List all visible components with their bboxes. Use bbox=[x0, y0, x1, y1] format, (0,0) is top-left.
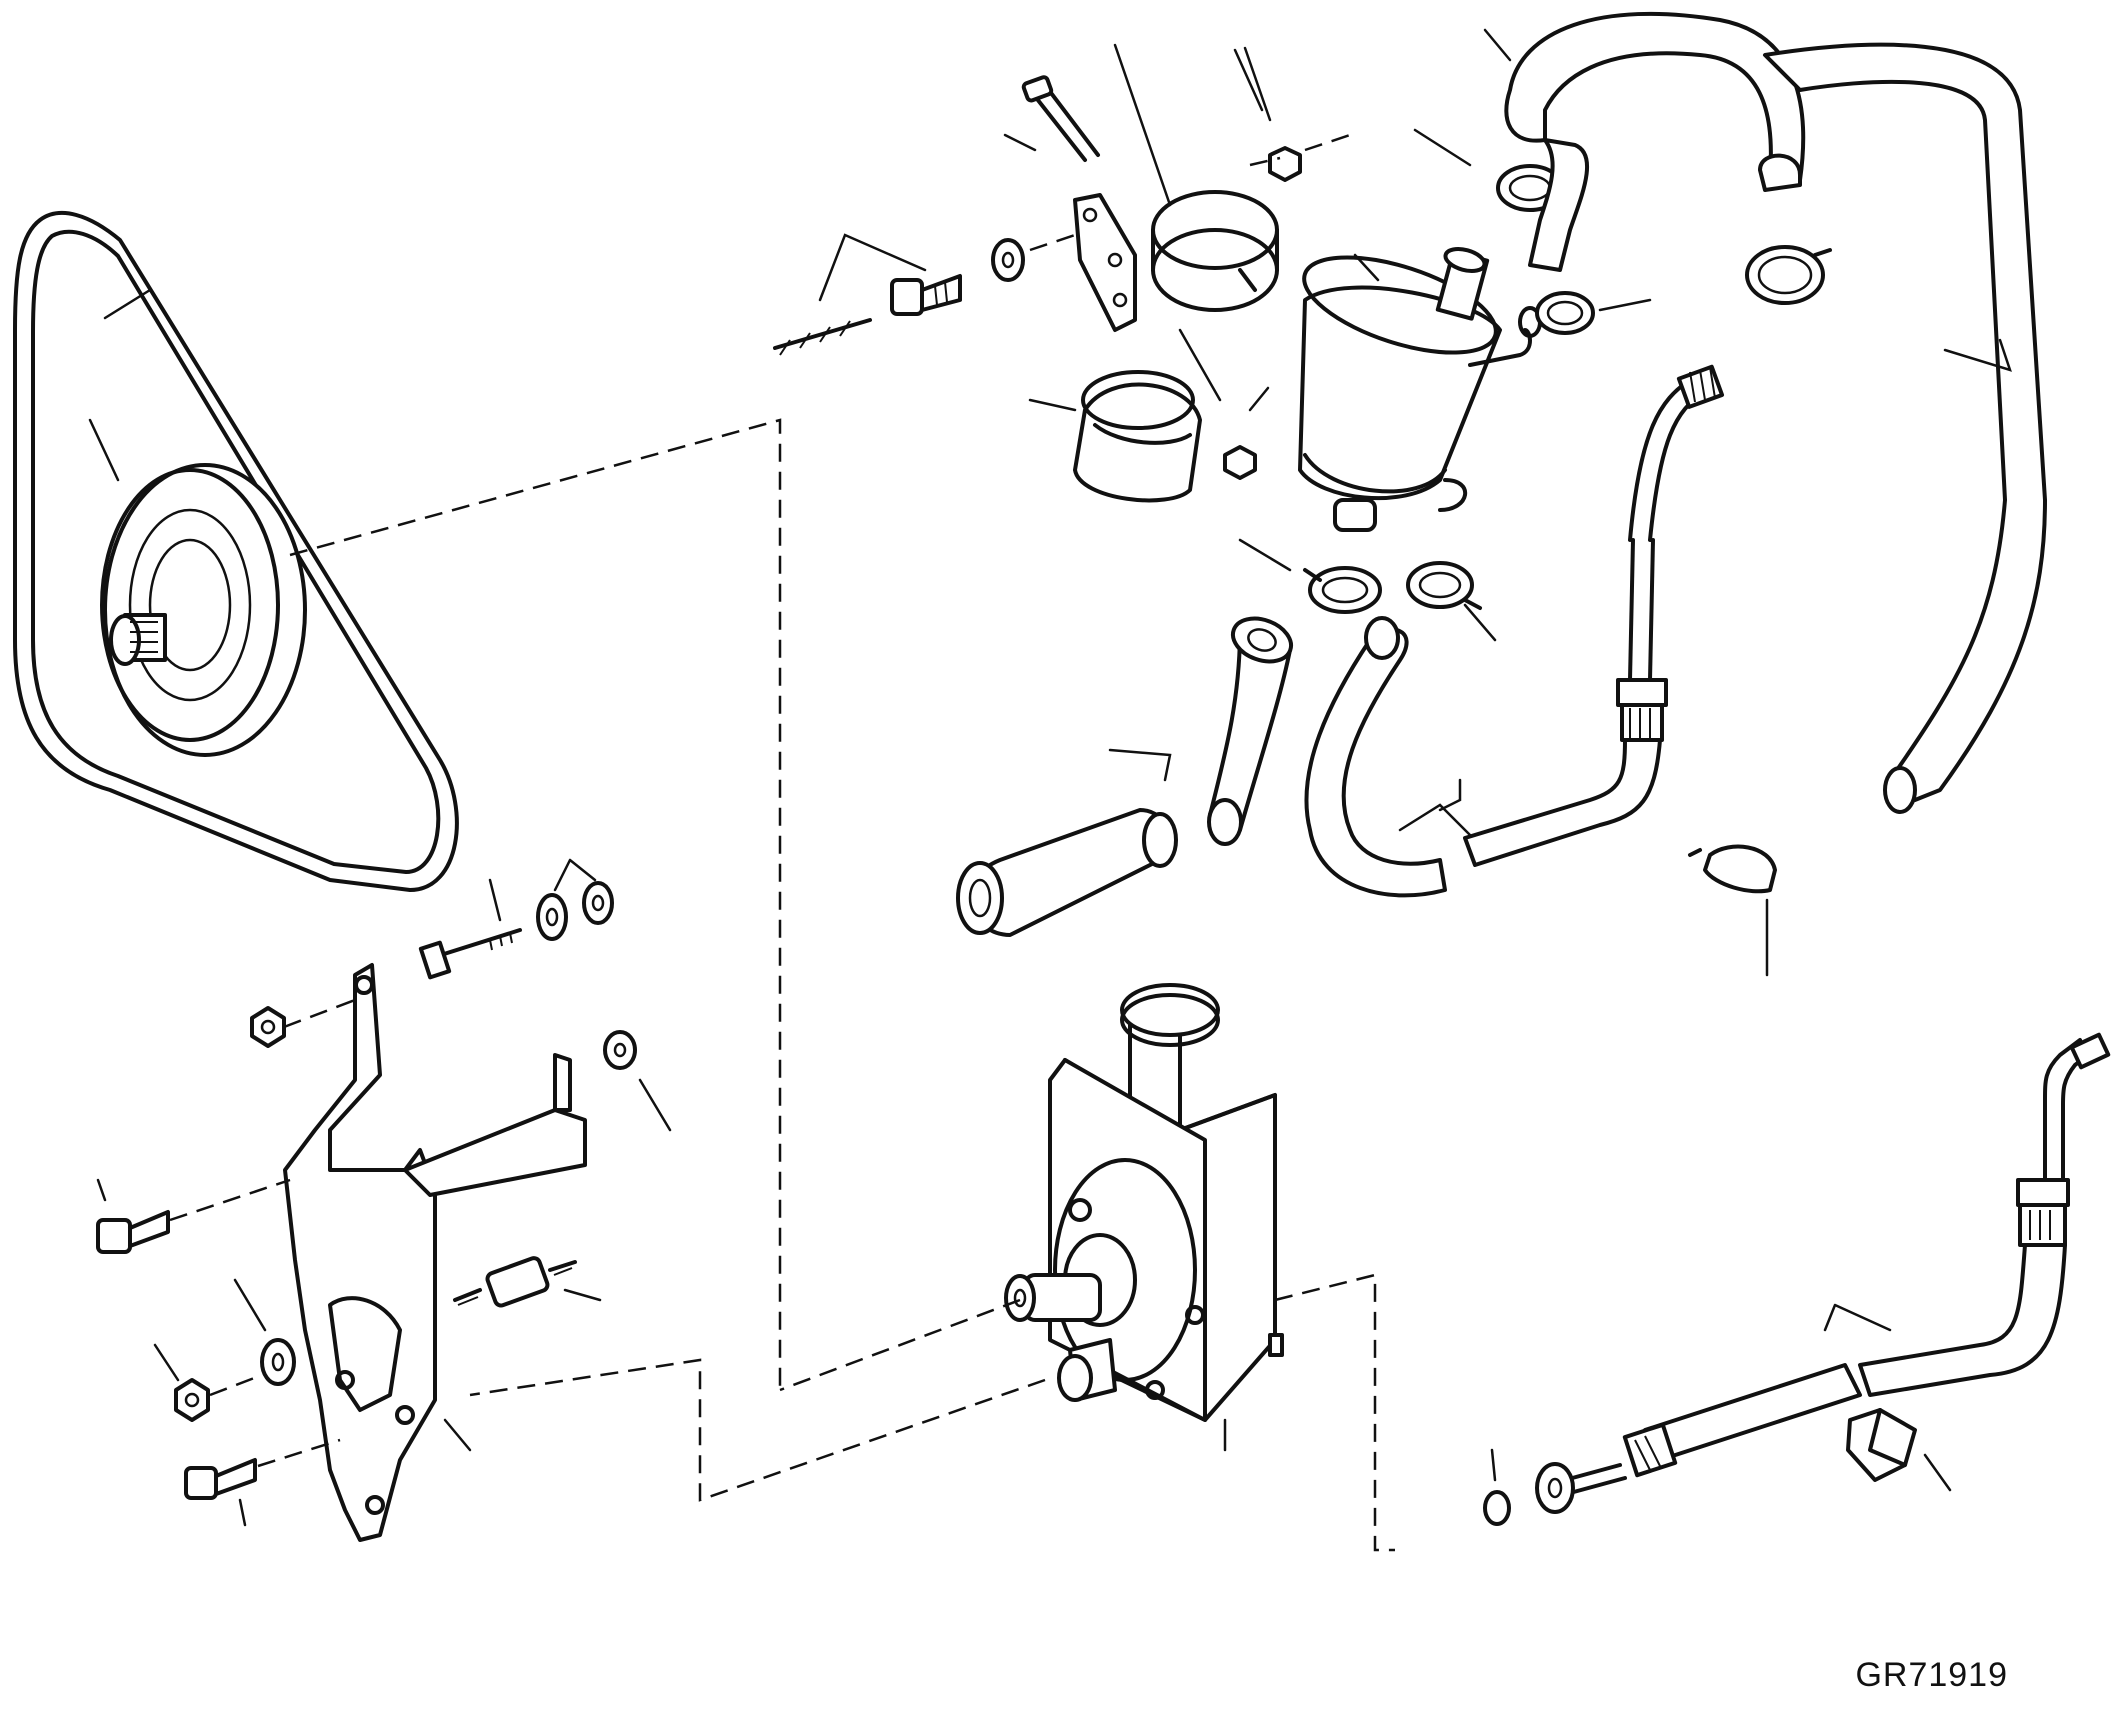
pulley bbox=[88, 418, 782, 1390]
hose-clamp-small-3 bbox=[1238, 538, 1382, 614]
hose-center-bend bbox=[1304, 616, 1472, 898]
washer-lower-left bbox=[233, 1278, 296, 1386]
nut-top bbox=[1243, 46, 1351, 182]
return-hose-right bbox=[1763, 42, 2047, 814]
return-hose-upper bbox=[1483, 11, 1806, 272]
band-clamp-lower bbox=[1028, 370, 1202, 503]
hose-clamp-large bbox=[1745, 245, 1832, 305]
nut-upper-left bbox=[250, 998, 356, 1048]
pipe-fitting-center bbox=[1438, 364, 1725, 867]
o-ring bbox=[1483, 1448, 1511, 1526]
bracket-fasteners bbox=[96, 998, 672, 1527]
capscrew-lower-left bbox=[184, 1438, 341, 1527]
clip-right bbox=[1688, 844, 1777, 977]
figure-reference-label: GR71919 bbox=[1855, 1656, 2008, 1694]
band-clamp-upper bbox=[1113, 43, 1279, 312]
pressure-hose bbox=[1535, 1032, 2111, 1514]
capscrew-top bbox=[773, 233, 1076, 356]
steering-pump bbox=[469, 983, 1395, 1552]
oil-filter-canister bbox=[1298, 247, 1542, 532]
washer-pair bbox=[536, 858, 614, 941]
hose-left-segment-2 bbox=[956, 748, 1178, 937]
hose-clamp-small-4 bbox=[1406, 561, 1497, 642]
spacer-stud bbox=[453, 1256, 602, 1308]
hose-clamp-small-2 bbox=[1535, 291, 1652, 335]
hose-clamp-bracket bbox=[1846, 1408, 1952, 1492]
nut-lower-left bbox=[153, 1343, 263, 1422]
drive-belt bbox=[13, 210, 459, 892]
washer-upper-right bbox=[603, 1030, 672, 1132]
mounting-strap-bracket bbox=[1073, 193, 1137, 332]
capscrew-left bbox=[96, 1178, 291, 1254]
hose-left-segment-1 bbox=[1207, 616, 1294, 846]
nut-lower bbox=[1178, 328, 1270, 480]
bolt-top bbox=[1003, 75, 1100, 162]
pump-bracket bbox=[283, 963, 587, 1542]
pulley-fasteners bbox=[418, 858, 614, 980]
stud-bolt bbox=[418, 878, 522, 980]
